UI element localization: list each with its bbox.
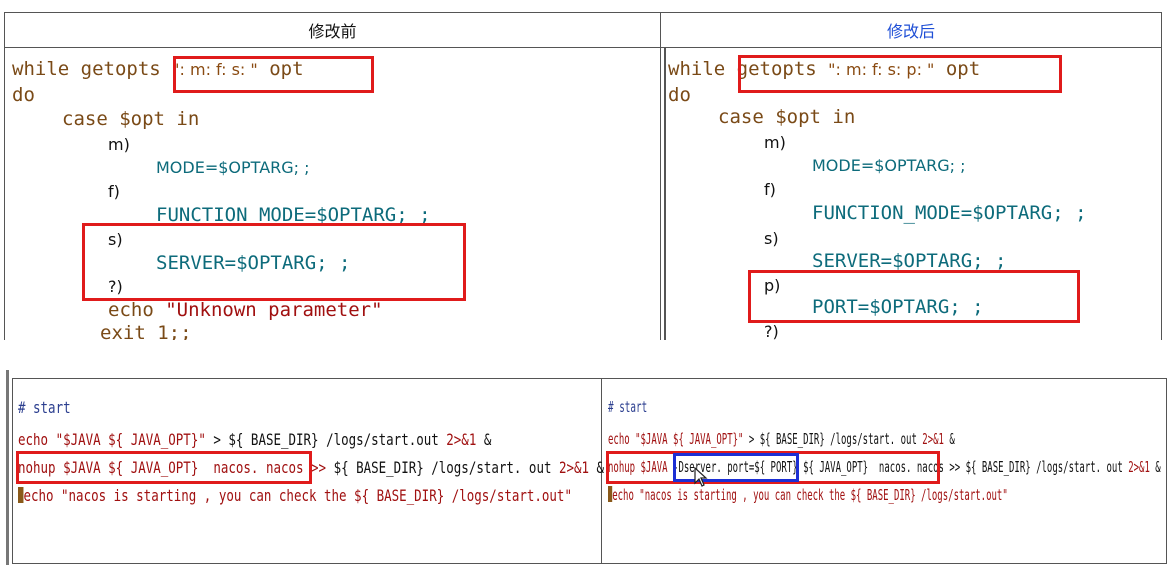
highlight-box-after-port <box>748 270 1080 323</box>
code-line: MODE=$OPTARG; ; <box>812 156 966 175</box>
code-line: nohup $JAVA ${ JAVA_OPT} nacos. nacos >>… <box>18 458 605 477</box>
code-line: m) <box>764 133 786 152</box>
code-line: MODE=$OPTARG; ; <box>156 158 310 177</box>
code-line-clipped: ?) <box>764 322 779 340</box>
top-comparison-table: 修改前 修改后 while getopts ": m: f: s: " opt … <box>4 12 1162 340</box>
comment-line: # start <box>18 398 71 417</box>
code-line: f) <box>764 180 776 199</box>
mouse-pointer-icon <box>694 467 708 487</box>
bottom-comparison-table: # start echo "$JAVA ${ JAVA_OPT}" > ${ B… <box>0 352 1171 565</box>
text-cursor <box>18 487 24 503</box>
code-line: case $opt in <box>718 106 856 128</box>
code-line: case $opt in <box>62 108 200 130</box>
code-line: s) <box>764 229 779 248</box>
code-line: p) <box>764 276 781 295</box>
bottom-divider <box>601 378 602 564</box>
code-line: echo "nacos is starting , you can check … <box>608 486 1008 504</box>
code-line: f) <box>108 182 120 201</box>
highlight-box-left-nohup <box>16 451 312 484</box>
code-line: echo "nacos is starting , you can check … <box>18 486 572 505</box>
code-line: echo "Unknown parameter" <box>108 299 383 321</box>
code-line-clipped: exit 1;; <box>100 322 192 340</box>
left-margin-bar <box>6 370 9 565</box>
code-line: do <box>668 84 691 106</box>
code-line: echo "$JAVA ${ JAVA_OPT}" > ${ BASE_DIR}… <box>18 430 492 449</box>
divider-line <box>664 47 666 340</box>
comment-line: # start <box>608 398 648 416</box>
highlight-box-before-server <box>82 223 466 301</box>
code-line: SERVER=$OPTARG; ; <box>812 250 1007 272</box>
cell-after <box>660 47 1162 340</box>
code-line: FUNCTION_MODE=$OPTARG; ; <box>812 202 1087 224</box>
code-line: echo "$JAVA ${ JAVA_OPT}" > ${ BASE_DIR}… <box>608 430 955 448</box>
header-before: 修改前 <box>4 12 661 48</box>
code-line: nohup $JAVA -Dserver. port=${ PORT} ${ J… <box>608 458 1161 476</box>
code-line: m) <box>108 135 130 154</box>
code-line: ?) <box>108 277 123 296</box>
code-line: s) <box>108 230 123 249</box>
highlight-box-before-getopts <box>173 56 374 93</box>
text-cursor <box>608 486 613 502</box>
highlight-box-after-getopts <box>738 55 1062 93</box>
code-line: while getopts ": m: f: s: p: " opt <box>668 58 981 80</box>
highlight-box-right-nohup <box>606 451 940 484</box>
code-line: FUNCTION_MODE=$OPTARG; ; <box>156 204 431 226</box>
code-line: PORT=$OPTARG; ; <box>812 296 984 318</box>
header-after: 修改后 <box>660 12 1162 48</box>
code-line: do <box>12 84 35 106</box>
code-line: SERVER=$OPTARG; ; <box>156 252 351 274</box>
highlight-box-right-dserver <box>673 453 799 482</box>
